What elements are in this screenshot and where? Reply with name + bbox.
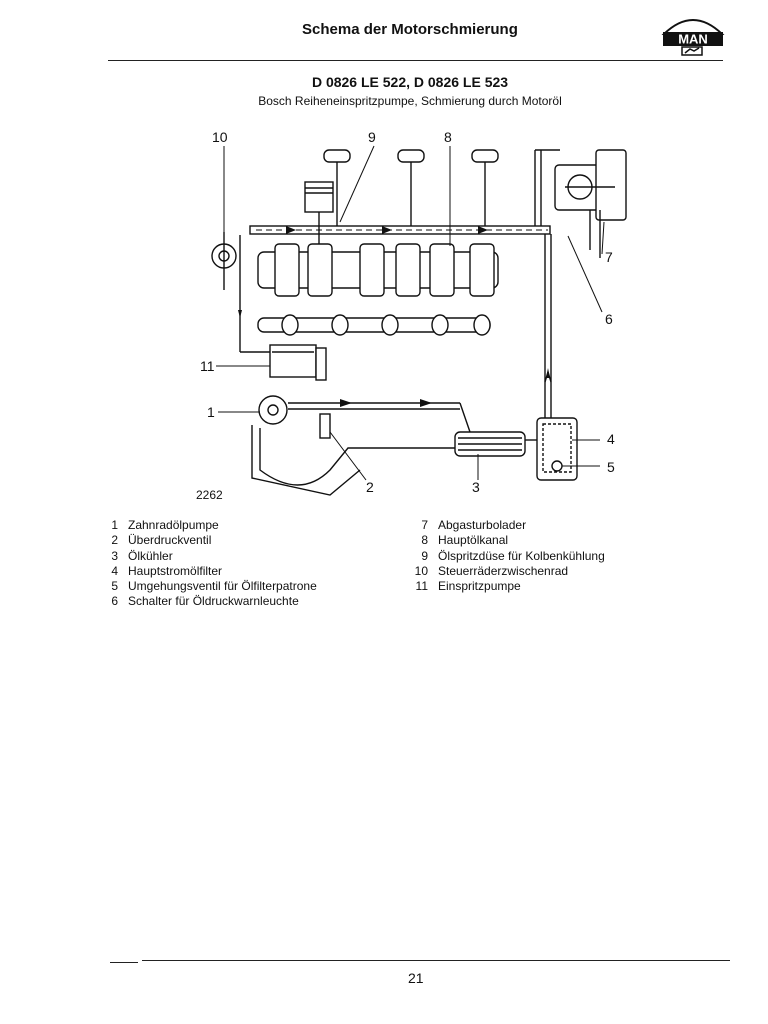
legend-text: Zahnradölpumpe bbox=[128, 518, 219, 532]
legend-item: 2 Überdruckventil bbox=[108, 533, 317, 548]
callout-11: 11 bbox=[200, 358, 215, 374]
legend-number: 2 bbox=[111, 533, 118, 548]
callout-7: 7 bbox=[605, 249, 613, 265]
legend-text: Abgasturbolader bbox=[438, 518, 527, 532]
legend-text: Schalter für Öldruckwarnleuchte bbox=[128, 594, 299, 609]
callout-3: 3 bbox=[472, 479, 480, 495]
legend-number: 6 bbox=[111, 594, 118, 609]
callout-8: 8 bbox=[444, 129, 452, 145]
legend-item: 4 Hauptstromölfilter bbox=[108, 564, 317, 579]
legend-text: Steuerräderzwischenrad bbox=[438, 563, 569, 578]
legend-text: Ölkühler bbox=[128, 548, 173, 563]
callout-2: 2 bbox=[366, 479, 374, 495]
legend-number: 4 bbox=[111, 563, 118, 578]
legend-number: 7 bbox=[421, 518, 428, 532]
legend-number: 11 bbox=[415, 579, 428, 594]
legend-item: 11 Einspritzpumpe bbox=[408, 579, 605, 594]
legend-item: 3 Ölkühler bbox=[108, 549, 317, 564]
man-logo: MAN bbox=[661, 19, 725, 56]
legend-text: Einspritzpumpe bbox=[438, 579, 521, 594]
legend-number: 8 bbox=[421, 533, 428, 548]
legend-number: 9 bbox=[421, 548, 428, 563]
legend-item: 9 Ölspritzdüse für Kolbenkühlung bbox=[408, 548, 605, 564]
header-title: Schema der Motorschmierung bbox=[302, 21, 518, 38]
callout-4: 4 bbox=[607, 431, 615, 447]
legend-number: 5 bbox=[111, 579, 118, 594]
legend-text: Ölspritzdüse für Kolbenkühlung bbox=[438, 548, 605, 563]
legend-item: 10 Steuerräderzwischenrad bbox=[408, 564, 605, 579]
callout-5: 5 bbox=[607, 459, 615, 475]
footer-rule bbox=[142, 960, 730, 961]
legend-item: 5 Umgehungsventil für Ölfilterpatrone bbox=[108, 579, 317, 594]
legend-text: Hauptölkanal bbox=[438, 533, 509, 548]
legend-text: Umgehungsventil für Ölfilterpatrone bbox=[128, 579, 317, 594]
legend-right: 7 Abgasturbolader 8 Hauptölkanal 9 Ölspritz… bbox=[408, 518, 605, 594]
page-number: 21 bbox=[408, 970, 424, 986]
legend-item: 1 Zahnradölpumpe bbox=[108, 518, 317, 533]
legend-left: 1 Zahnradölpumpe 2 Überdruckventil 3 Ölkühl… bbox=[108, 518, 317, 610]
callout-6: 6 bbox=[605, 311, 613, 327]
legend-item: 8 Hauptölkanal bbox=[408, 533, 605, 548]
legend-text: Hauptstromölfilter bbox=[128, 563, 223, 578]
page-title: D 0826 LE 522, D 0826 LE 523 bbox=[311, 74, 509, 90]
legend-number: 1 bbox=[111, 518, 118, 532]
page-subtitle: Bosch Reiheneinspritzpumpe, Schmierung d… bbox=[258, 94, 562, 108]
callout-9: 9 bbox=[368, 129, 376, 145]
header-rule bbox=[108, 60, 723, 61]
figure-number: 2262 bbox=[196, 488, 223, 502]
logo-text: MAN bbox=[678, 32, 708, 47]
legend-number: 10 bbox=[414, 563, 428, 578]
callout-10: 10 bbox=[212, 129, 228, 145]
footer-rule-short bbox=[110, 962, 138, 963]
legend-item: 6 Schalter für Öldruckwarnleuchte bbox=[108, 594, 317, 609]
callout-1: 1 bbox=[207, 404, 215, 420]
legend-number: 3 bbox=[111, 548, 118, 563]
legend-item: 7 Abgasturbolader bbox=[408, 518, 605, 533]
legend-text: Überdruckventil bbox=[128, 533, 212, 548]
